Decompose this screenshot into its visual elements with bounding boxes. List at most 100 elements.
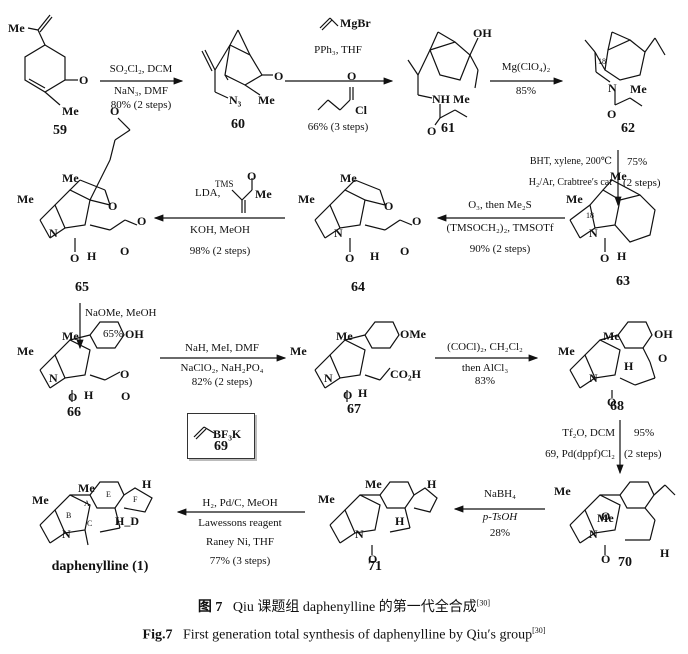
atom-o: O bbox=[347, 69, 357, 83]
atom-o: O bbox=[137, 214, 147, 228]
step6-reagent-lda: LDA, bbox=[195, 187, 221, 199]
step3-reagent: Mg(ClO₄)₂ bbox=[501, 61, 551, 73]
compound-label-61: 61 bbox=[441, 121, 455, 136]
atom-o: O bbox=[658, 351, 668, 365]
structure-63 bbox=[569, 179, 656, 252]
atom-me: Me bbox=[258, 93, 275, 107]
atom-o: O bbox=[343, 388, 353, 402]
structure-68 bbox=[569, 321, 656, 398]
step8-reagent: NaH, MeI, DMF bbox=[185, 342, 259, 354]
structure-66 bbox=[39, 321, 125, 402]
ring-label-b: B bbox=[66, 511, 72, 520]
atom-number-18: 18 bbox=[586, 211, 594, 220]
ring-label-a: A bbox=[84, 499, 90, 508]
structure-60 bbox=[201, 29, 273, 99]
atom-me: Me bbox=[17, 192, 34, 206]
step7-yield: 65% bbox=[103, 328, 124, 340]
atom-o: O bbox=[600, 251, 610, 265]
step4-reagent2: H₂/Ar, Crabtree′s cat bbox=[528, 177, 612, 188]
step10-yield: 95% bbox=[634, 427, 655, 439]
atom-mgbr: MgBr bbox=[340, 16, 371, 30]
reagent-drawings bbox=[193, 17, 354, 440]
step9-yield: 83% bbox=[474, 375, 496, 387]
atom-ome: OMe bbox=[400, 327, 426, 341]
compound-label-daphenylline: daphenylline (1) bbox=[51, 559, 149, 574]
atom-o: O bbox=[384, 199, 394, 213]
step12-yield: 77% (3 steps) bbox=[209, 555, 271, 567]
step3-yield: 85% bbox=[515, 85, 537, 97]
atom-me: Me bbox=[603, 329, 620, 343]
atom-n: N bbox=[49, 226, 58, 240]
atom-n: N bbox=[355, 527, 364, 541]
atom-o: O bbox=[607, 395, 617, 409]
atom-me: Me bbox=[32, 493, 49, 507]
atom-oh: OH bbox=[654, 327, 673, 341]
atom-h: H bbox=[87, 249, 97, 263]
compound-label-66: 66 bbox=[67, 405, 81, 420]
step12-reagent3: Raney Ni, THF bbox=[206, 536, 274, 548]
compound-label-62: 62 bbox=[621, 121, 635, 136]
compound-label-70: 70 bbox=[618, 555, 632, 570]
step11-reagent2: p-TsOH bbox=[482, 511, 518, 523]
step4-yield: 75% bbox=[627, 156, 648, 168]
atom-cl: Cl bbox=[355, 103, 367, 117]
structure-62 bbox=[584, 31, 666, 107]
atom-h: H bbox=[427, 477, 437, 491]
step6-reagent2: KOH, MeOH bbox=[190, 224, 250, 236]
atom-tms: TMS bbox=[215, 179, 234, 189]
atom-n: N bbox=[324, 371, 333, 385]
step4-note: (2 steps) bbox=[623, 177, 661, 189]
atom-me: Me bbox=[597, 511, 614, 525]
step12-reagent: H₂, Pd/C, MeOH bbox=[202, 497, 278, 509]
atom-h: H bbox=[84, 388, 94, 402]
step10-note: (2 steps) bbox=[624, 448, 662, 460]
atom-me: Me bbox=[554, 484, 571, 498]
compound-label-59: 59 bbox=[53, 123, 67, 138]
atom-o: O bbox=[121, 389, 131, 403]
atom-o: O bbox=[120, 244, 130, 258]
caption-label-cn: 图 7 bbox=[197, 600, 223, 615]
step9-reagent2: then AlCl₃ bbox=[461, 362, 509, 374]
atom-h: H bbox=[660, 546, 670, 560]
atom-n3: N₃ bbox=[229, 93, 242, 107]
atom-o: O bbox=[400, 244, 410, 258]
caption-text-en: First generation total synthesis of daph… bbox=[183, 627, 533, 643]
atom-o: O bbox=[110, 104, 120, 118]
atom-n: N bbox=[589, 371, 598, 385]
atom-oh: OH bbox=[125, 327, 144, 341]
atom-o: O bbox=[601, 552, 611, 566]
ring-label-f: F bbox=[133, 495, 138, 504]
atom-h: H bbox=[142, 477, 152, 491]
atom-me: Me bbox=[78, 481, 95, 495]
step10-reagent: Tf₂O, DCM bbox=[562, 427, 615, 439]
atom-o: O bbox=[274, 69, 284, 83]
atom-o: O bbox=[68, 390, 78, 404]
atom-me: Me bbox=[62, 329, 79, 343]
atom-me: Me bbox=[62, 171, 79, 185]
atom-co2h: CO₂H bbox=[390, 367, 421, 381]
atom-h: H bbox=[617, 249, 627, 263]
structure-71 bbox=[329, 481, 438, 555]
atom-oh: OH bbox=[473, 26, 492, 40]
step10-reagent2: 69, Pd(dppf)Cl₂ bbox=[545, 448, 615, 460]
atom-o: O bbox=[427, 124, 437, 138]
atom-o: O bbox=[79, 73, 89, 87]
compound-label-60: 60 bbox=[231, 117, 245, 132]
step2-yield: 66% (3 steps) bbox=[307, 121, 369, 133]
atom-h: H bbox=[624, 359, 634, 373]
atom-me: Me bbox=[566, 192, 583, 206]
atom-me: Me bbox=[290, 344, 307, 358]
step2-reagent: PPh₃, THF bbox=[314, 44, 362, 56]
reaction-arrows bbox=[76, 77, 624, 516]
atom-o: O bbox=[368, 552, 378, 566]
step5-yield: 90% (2 steps) bbox=[469, 243, 531, 255]
atom-me: Me bbox=[630, 82, 647, 96]
atom-n: N bbox=[334, 226, 343, 240]
step1-yield: 80% (2 steps) bbox=[110, 99, 172, 111]
atom-me: Me bbox=[17, 344, 34, 358]
figure-caption-english: Fig.7 First generation total synthesis o… bbox=[0, 626, 688, 644]
atom-o: O bbox=[601, 509, 611, 523]
compound-label-69: 69 bbox=[214, 439, 228, 454]
ring-label-c: C bbox=[87, 519, 93, 528]
